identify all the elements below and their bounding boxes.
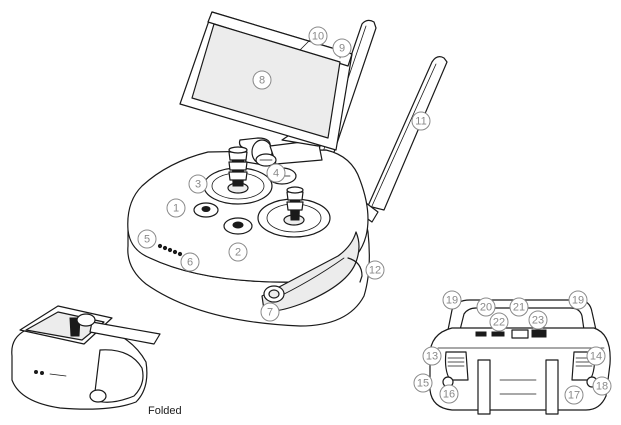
- callout-badge-14: 14: [586, 346, 606, 366]
- battery-led-row: [157, 243, 183, 257]
- folded-caption: Folded: [148, 405, 182, 417]
- callout-badge-23: 22: [489, 312, 509, 332]
- callout-badge-11: 11: [411, 111, 431, 131]
- callout-badge-21: 20: [476, 297, 496, 317]
- callout-badge-10: 10: [308, 26, 328, 46]
- callout-badge-24: 23: [528, 310, 548, 330]
- callout-circle: [476, 297, 496, 317]
- callout-badge-8: 8: [252, 70, 272, 90]
- callout-badge-1: 1: [166, 198, 186, 218]
- callout-circle: [365, 260, 385, 280]
- callout-circle: [422, 346, 442, 366]
- callout-badge-18: 18: [592, 376, 612, 396]
- callout-badge-7: 7: [260, 302, 280, 322]
- callout-number: 3: [195, 179, 201, 191]
- callout-badge-12: 12: [365, 260, 385, 280]
- callout-circle: [188, 174, 208, 194]
- folded-controller-illustration: [11, 305, 161, 410]
- callout-circle: [308, 26, 328, 46]
- callout-number: 20: [480, 302, 492, 314]
- callout-badge-4: 4: [266, 163, 286, 183]
- callout-number: 23: [532, 315, 544, 327]
- power-button: [263, 285, 285, 303]
- callout-circle: [180, 252, 200, 272]
- callout-number: 1: [173, 203, 179, 215]
- callout-badge-3: 3: [188, 174, 208, 194]
- callout-badge-16: 16: [439, 384, 459, 404]
- callout-badge-19: 19: [442, 290, 462, 310]
- callout-number: 2: [235, 247, 241, 259]
- right-antenna: [357, 56, 448, 223]
- callout-number: 5: [144, 234, 150, 246]
- callout-circle: [442, 290, 462, 310]
- callout-circle: [411, 111, 431, 131]
- callout-badge-13: 13: [422, 346, 442, 366]
- callout-circle: [332, 38, 352, 58]
- main-controller-illustration: [127, 11, 448, 327]
- callout-circle: [489, 312, 509, 332]
- callout-circle: [260, 302, 280, 322]
- callout-number: 4: [273, 168, 279, 180]
- callout-number: 15: [417, 378, 429, 390]
- callout-badge-15: 15: [413, 373, 433, 393]
- callout-number: 10: [312, 31, 324, 43]
- callout-circle: [509, 297, 529, 317]
- right-control-stick: [257, 186, 331, 238]
- callout-number: 7: [267, 307, 273, 319]
- callout-circle: [564, 385, 584, 405]
- callout-badge-20: 19: [568, 290, 588, 310]
- callout-number: 11: [415, 116, 426, 128]
- callout-number: 12: [369, 265, 381, 277]
- callout-badge-22: 21: [509, 297, 529, 317]
- callout-number: 16: [443, 389, 455, 401]
- callout-number: 21: [513, 302, 525, 314]
- callout-circle: [228, 242, 248, 262]
- callout-number: 19: [572, 295, 584, 307]
- callout-circle: [252, 70, 272, 90]
- callout-number: 9: [339, 43, 345, 55]
- callout-circle: [568, 290, 588, 310]
- callout-badge-5: 5: [137, 229, 157, 249]
- callout-number: 8: [259, 75, 265, 87]
- callout-circle: [586, 346, 606, 366]
- callout-circle: [439, 384, 459, 404]
- callout-number: 22: [493, 317, 505, 329]
- callout-circle: [528, 310, 548, 330]
- callout-circle: [266, 163, 286, 183]
- callout-circle: [592, 376, 612, 396]
- rear-view-illustration: [429, 299, 611, 415]
- callout-number: 17: [568, 390, 580, 402]
- callout-number: 19: [446, 295, 458, 307]
- callout-number: 18: [596, 381, 608, 393]
- callout-circle: [166, 198, 186, 218]
- callout-badge-6: 6: [180, 252, 200, 272]
- callout-badge-2: 2: [228, 242, 248, 262]
- callout-circle: [413, 373, 433, 393]
- callout-circle: [137, 229, 157, 249]
- callout-badge-9: 9: [332, 38, 352, 58]
- controller-body: [127, 149, 370, 327]
- callout-number: 14: [590, 351, 602, 363]
- callout-number: 13: [426, 351, 438, 363]
- callout-number: 6: [187, 257, 193, 269]
- left-control-stick: [203, 146, 273, 205]
- callout-badge-17: 17: [564, 385, 584, 405]
